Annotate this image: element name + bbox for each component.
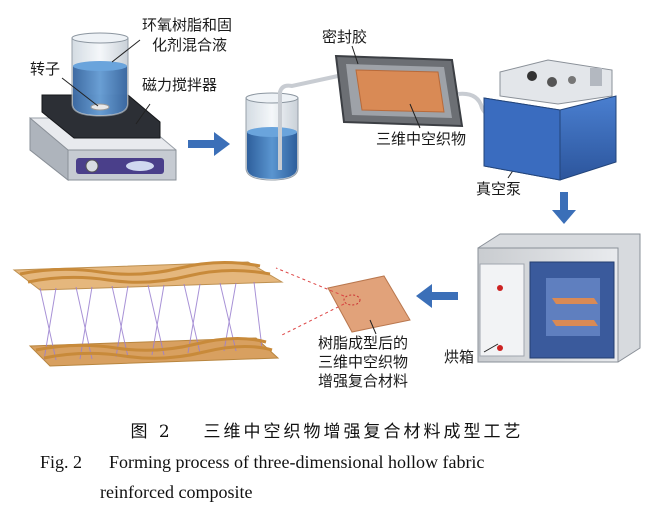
beaker-resin-supply	[245, 92, 299, 181]
arrow-left	[416, 284, 458, 308]
label-oven: 烘箱	[444, 348, 475, 366]
vacuum-bag	[334, 54, 464, 128]
caption-cn-title: 三维中空织物增强复合材料成型工艺	[203, 422, 524, 442]
label-composite-line2: 三维中空织物	[318, 353, 409, 371]
caption-cn-prefix: 图 2	[130, 422, 173, 442]
label-resin-mixture-line2: 化剂混合液	[152, 36, 228, 54]
label-fabric: 三维中空织物	[376, 130, 467, 148]
label-stirrer-bar: 转子	[30, 60, 61, 78]
caption-english-line1: Fig. 2 Forming process of three-dimensio…	[40, 452, 484, 473]
hollow-fabric-3d	[12, 260, 284, 367]
label-composite-line1: 树脂成型后的	[318, 334, 409, 352]
label-composite-line3: 增强复合材料	[318, 372, 409, 390]
arrow-right-1	[188, 132, 230, 156]
caption-en-line1: Forming process of three-dimensional hol…	[109, 452, 485, 472]
resin-tube	[278, 74, 339, 170]
caption-chinese: 图 2 三维中空织物增强复合材料成型工艺	[0, 417, 654, 442]
composite-panel	[327, 275, 411, 333]
arrow-down	[552, 192, 576, 224]
zoom-lines	[275, 267, 345, 337]
label-sealant: 密封胶	[322, 28, 368, 46]
oven	[477, 233, 641, 363]
label-vacuum-pump: 真空泵	[476, 180, 522, 198]
beaker-mixture	[71, 32, 129, 117]
label-magnetic-stirrer: 磁力搅拌器	[142, 76, 218, 94]
caption-en-prefix: Fig. 2	[40, 452, 83, 472]
vacuum-pump	[483, 59, 617, 181]
caption-english-line2: reinforced composite	[100, 482, 253, 502]
magnetic-stirrer	[29, 94, 177, 182]
label-resin-mixture-line1: 环氧树脂和固	[142, 16, 233, 34]
fabric-panel	[355, 69, 445, 113]
